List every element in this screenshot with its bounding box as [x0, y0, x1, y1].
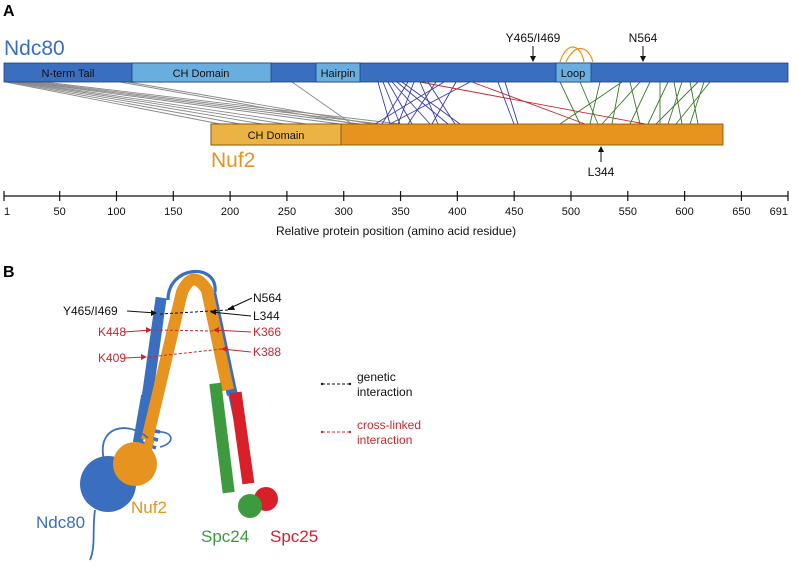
- marker-n564-label: N564: [629, 31, 658, 45]
- label-l344: L344: [253, 309, 280, 323]
- ndc80-ch-label: CH Domain: [173, 68, 230, 80]
- axis-tick-label: 200: [221, 206, 239, 218]
- label-nuf2: Nuf2: [131, 498, 167, 517]
- nuf2-head: [113, 442, 157, 486]
- ndc80-nterm-tail: [101, 427, 149, 461]
- legend-crosslink-text-2: interaction: [357, 433, 412, 447]
- ndc80-ch-domain: [131, 62, 272, 83]
- ndc80-nterm-label: N-term Tail: [42, 68, 95, 80]
- label-ndc80: Ndc80: [36, 513, 85, 532]
- axis-tick-label: 500: [562, 206, 580, 218]
- ndc80-tail-bottom: [89, 509, 96, 561]
- panel-b: B Y465/I469: [3, 264, 421, 561]
- legend-genetic-text-2: interaction: [357, 385, 412, 399]
- legend: genetic interaction cross-linked interac…: [320, 370, 421, 447]
- axis-tick-label: 300: [335, 206, 353, 218]
- spc25-stalk: [229, 391, 255, 485]
- nuf2-title: Nuf2: [211, 149, 255, 172]
- spc24-head: [238, 494, 262, 518]
- nuf2-ch-domain: [210, 123, 342, 146]
- genetic-interaction-line: [159, 309, 229, 315]
- ndc80-loop-right: [154, 431, 172, 448]
- crosslinks-blue: [374, 81, 519, 125]
- label-k366: K366: [253, 325, 281, 339]
- axis-tick-label: 600: [675, 206, 693, 218]
- ndc80-top-loop: [166, 269, 217, 301]
- ndc80-bar: N-term Tail CH Domain Hairpin Loop: [3, 62, 789, 83]
- label-spc25: Spc25: [270, 527, 318, 546]
- ndc80-hairpin-label: Hairpin: [321, 68, 356, 80]
- axis-tick-label: 650: [732, 206, 750, 218]
- legend-crosslink-text-1: cross-linked: [357, 418, 421, 432]
- label-y465: Y465/I469: [63, 304, 118, 318]
- axis-tick-label: 550: [619, 206, 637, 218]
- crosslinks-red: [419, 81, 646, 125]
- ndc80-loop-label: Loop: [561, 68, 585, 80]
- label-k409: K409: [98, 351, 126, 365]
- axis-tick-label: 691: [770, 206, 788, 218]
- panel-a: A: [3, 3, 789, 238]
- panel-a-label: A: [3, 3, 15, 20]
- axis-tick-label: 350: [391, 206, 409, 218]
- axis-tick-label: 250: [278, 206, 296, 218]
- crosslink-lines: [5, 81, 711, 125]
- label-spc24: Spc24: [201, 527, 249, 546]
- panel-b-label: B: [3, 264, 15, 281]
- ndc80-bar-body: [3, 62, 789, 83]
- ndc80-left-helix-upper: [140, 296, 167, 408]
- spc24-stalk: [209, 382, 235, 494]
- crosslinks-gray: [5, 81, 401, 125]
- ndc80-loop: [555, 62, 592, 83]
- ndc80-hairpin: [315, 62, 361, 83]
- axis-tick-label: 1: [4, 206, 10, 218]
- nuf2-ch-label: CH Domain: [248, 130, 305, 142]
- axis-tick-label: 50: [54, 206, 66, 218]
- nuf2-coil: [141, 273, 234, 442]
- crosslink-k409-k388: [148, 348, 223, 358]
- label-k448: K448: [98, 325, 126, 339]
- axis-title: Relative protein position (amino acid re…: [276, 224, 516, 238]
- loop-arc-2: [565, 47, 594, 63]
- loop-arc: [559, 46, 585, 63]
- marker-l344-label: L344: [588, 165, 615, 179]
- axis-tick-label: 150: [164, 206, 182, 218]
- axis-tick-label: 400: [448, 206, 466, 218]
- crosslink-k448-k366: [154, 329, 217, 332]
- axis-tick-label: 450: [505, 206, 523, 218]
- nuf2-bar: CH Domain: [210, 123, 724, 146]
- label-n564: N564: [253, 291, 282, 305]
- label-k388: K388: [253, 345, 281, 359]
- crosslinks-green: [559, 81, 711, 125]
- legend-genetic-text-1: genetic: [357, 370, 396, 384]
- ndc80-title: Ndc80: [4, 37, 65, 60]
- marker-y465-label: Y465/I469: [506, 31, 561, 45]
- axis-tick-label: 100: [107, 206, 125, 218]
